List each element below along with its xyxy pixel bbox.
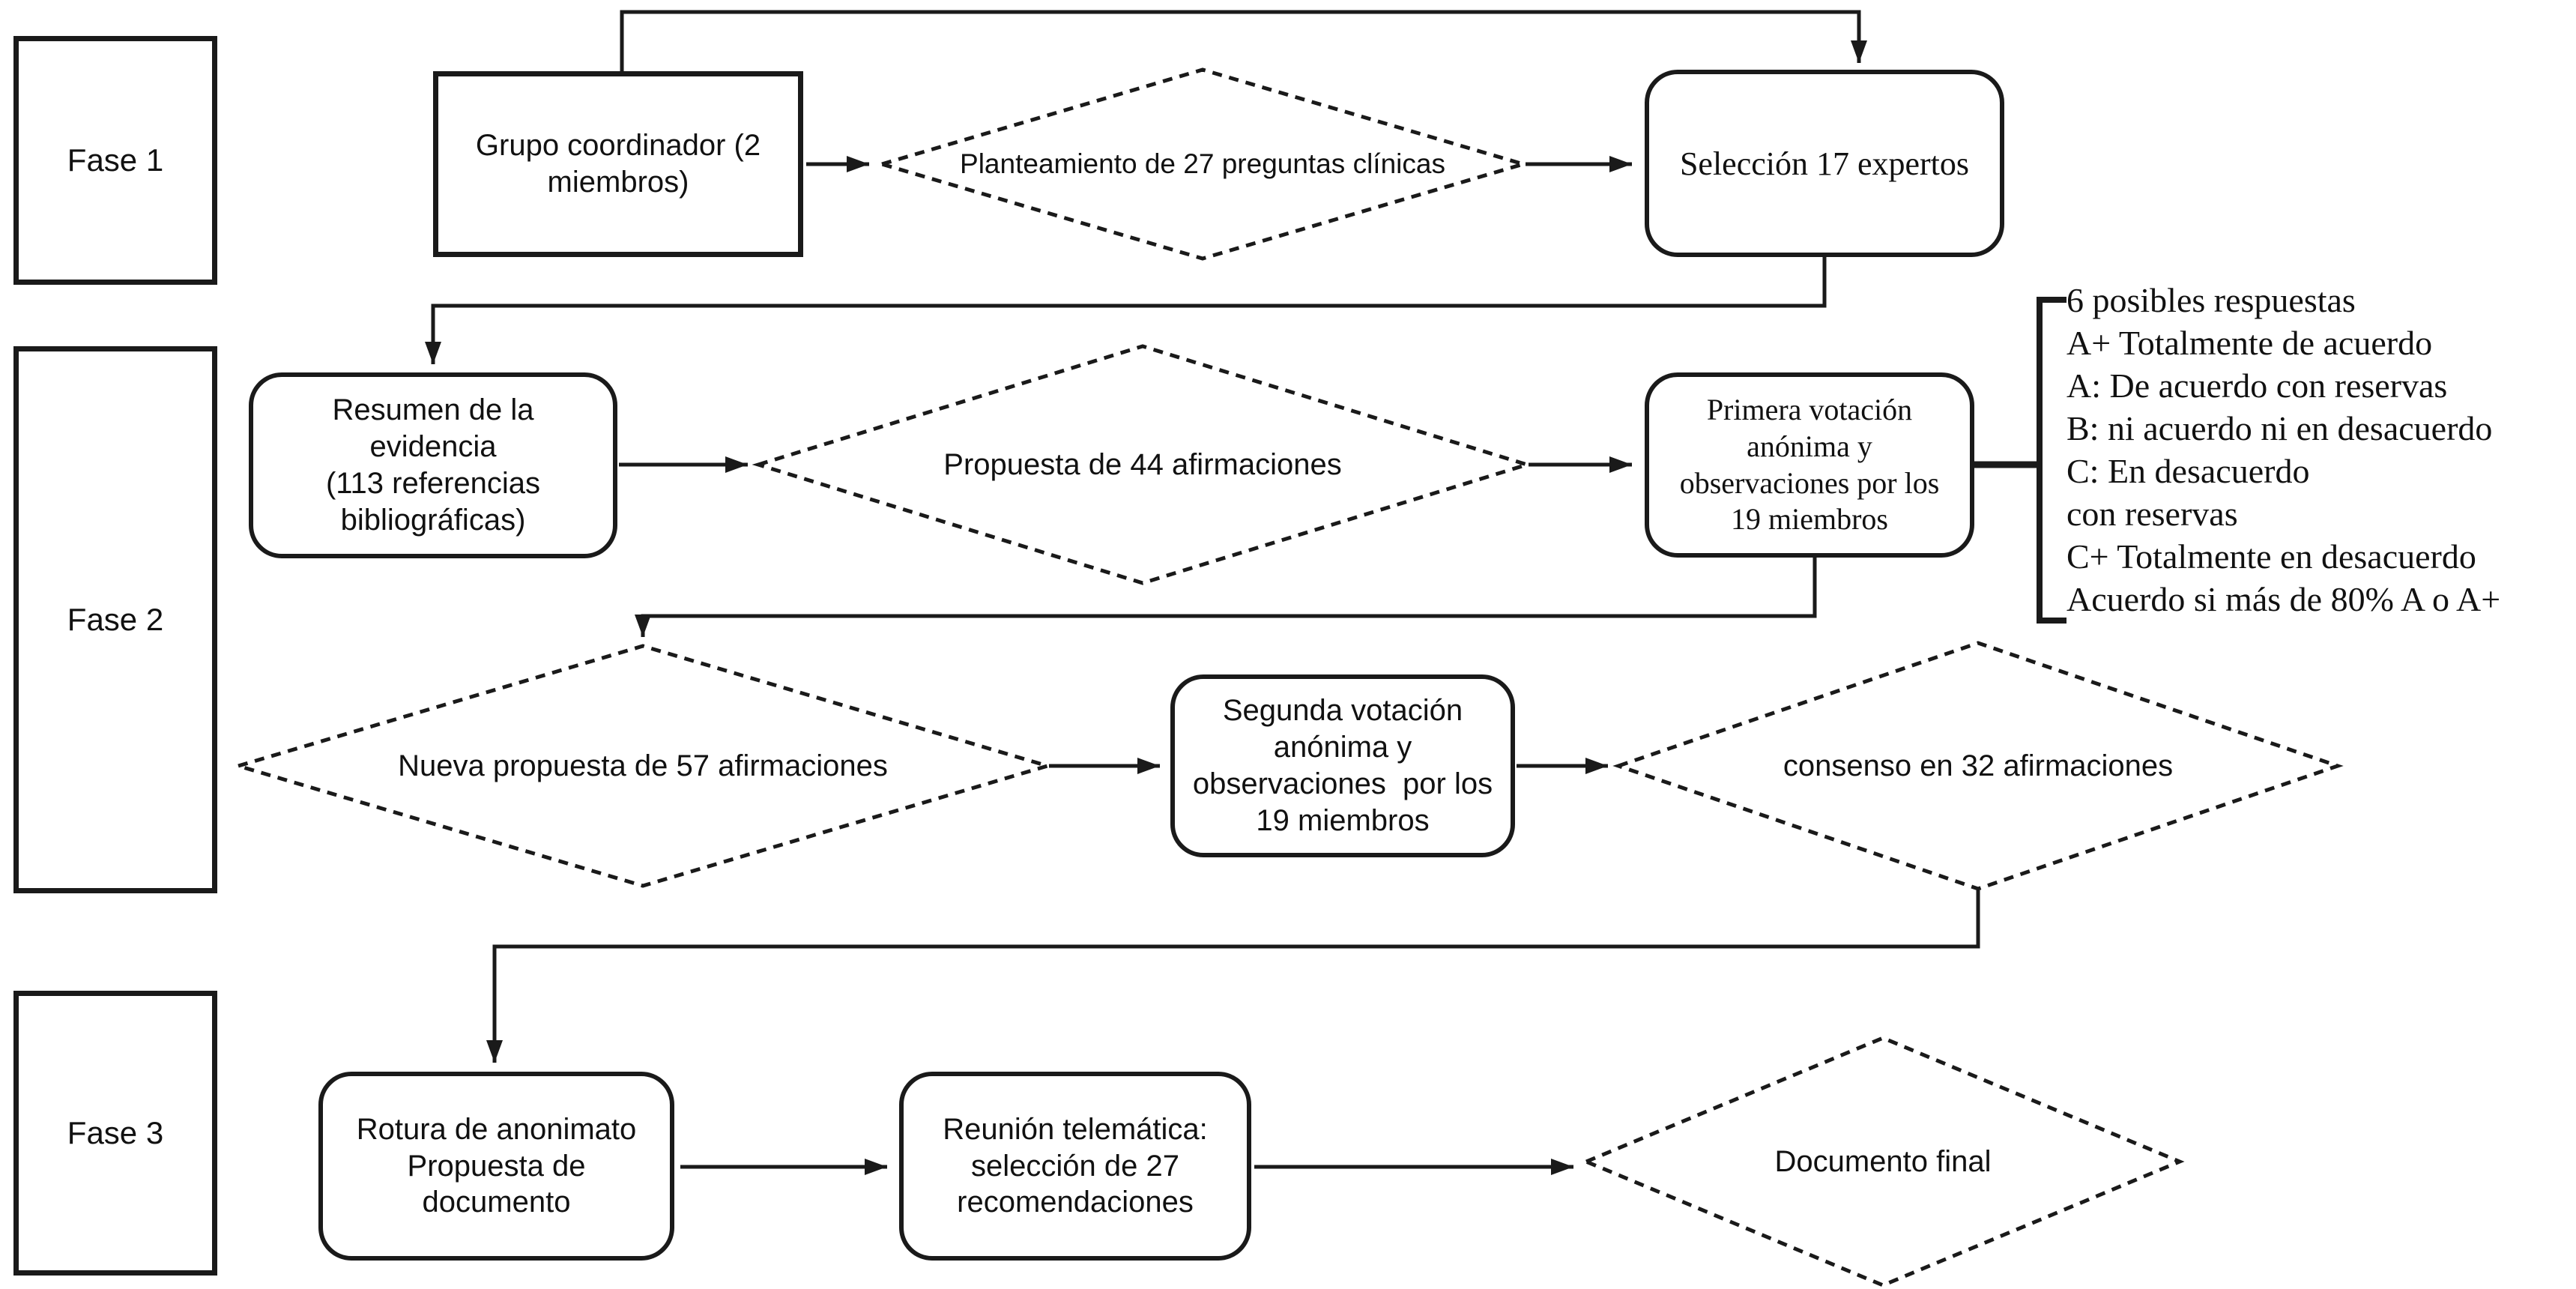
node-propuesta44-text: Propuesta de 44 afirmaciones <box>943 447 1342 481</box>
node-nueva57-text: Nueva propuesta de 57 afirmaciones <box>398 749 888 782</box>
node-seleccion-expertos: Selección 17 expertos <box>1645 70 2004 257</box>
diamond-nueva57 <box>232 644 1054 888</box>
node-planteamiento-text: Planteamiento de 27 preguntas clínicas <box>960 148 1445 179</box>
node-consenso32-text: consenso en 32 afirmaciones <box>1783 749 2174 782</box>
node-propuesta44-label: Propuesta de 44 afirmaciones <box>758 420 1527 510</box>
node-segunda-votacion: Segunda votación anónima y observaciones… <box>1170 674 1515 857</box>
node-planteamiento-label: Planteamiento de 27 preguntas clínicas <box>882 119 1523 209</box>
node-segunda-votacion-line: observaciones por los <box>1192 767 1493 800</box>
node-consenso32-label: consenso en 32 afirmaciones <box>1618 721 2338 811</box>
node-rotura-anonimato: Rotura de anonimato Propuesta de documen… <box>318 1072 674 1261</box>
node-seleccion-expertos-text: Selección 17 expertos <box>1679 145 1970 182</box>
node-resumen-evidencia-line: bibliográficas) <box>340 503 526 537</box>
legend-line: 6 posibles respuestas <box>2066 281 2356 319</box>
legend-line: C: En desacuerdo <box>2066 452 2310 490</box>
node-reunion-telematica-line: Reunión telemática: <box>943 1112 1208 1146</box>
node-rotura-anonimato-line: Rotura de anonimato <box>356 1112 637 1146</box>
node-rotura-anonimato-line: Propuesta de <box>407 1149 586 1183</box>
connector-consenso-to-rotura <box>486 890 1980 1063</box>
node-grupo-coordinador: Grupo coordinador (2 miembros) <box>433 71 803 257</box>
legend-line: C+ Totalmente en desacuerdo <box>2066 537 2476 576</box>
diamond-propuesta44 <box>752 344 1534 585</box>
response-legend: 6 posibles respuestas A+ Totalmente de a… <box>2066 279 2573 621</box>
node-grupo-coordinador-line: miembros) <box>547 166 689 199</box>
diamond-documento-final <box>1581 1036 2185 1288</box>
legend-line: Acuerdo si más de 80% A o A+ <box>2066 580 2501 618</box>
node-segunda-votacion-line: anónima y <box>1273 731 1412 764</box>
node-resumen-evidencia-line: evidencia <box>369 430 497 464</box>
node-reunion-telematica: Reunión telemática: selección de 27 reco… <box>899 1072 1251 1261</box>
legend-line: A+ Totalmente de acuerdo <box>2066 324 2433 362</box>
node-nueva57-label: Nueva propuesta de 57 afirmaciones <box>238 721 1047 811</box>
phase-3-label: Fase 3 <box>67 1115 164 1150</box>
diamond-planteamiento <box>875 67 1530 261</box>
phase-2-label: Fase 2 <box>67 602 164 637</box>
diamond-consenso32 <box>1612 641 2344 891</box>
node-segunda-votacion-line: 19 miembros <box>1256 803 1430 837</box>
node-documento-final-text: Documento final <box>1774 1144 1992 1178</box>
legend-line: B: ni acuerdo ni en desacuerdo <box>2066 409 2493 447</box>
connector-primera-to-nueva57 <box>635 558 1817 637</box>
legend-bracket <box>2037 297 2066 624</box>
node-reunion-telematica-line: selección de 27 <box>971 1149 1179 1183</box>
node-segunda-votacion-line: Segunda votación <box>1222 694 1463 728</box>
node-primera-votacion: Primera votación anónima y observaciones… <box>1645 372 1974 558</box>
connector-seleccion-to-resumen <box>425 257 1827 364</box>
node-resumen-evidencia: Resumen de la evidencia (113 referencias… <box>249 372 617 558</box>
connector-top-loop <box>620 10 1867 71</box>
node-rotura-anonimato-line: documento <box>422 1186 571 1219</box>
node-resumen-evidencia-line: (113 referencias <box>325 467 541 500</box>
node-primera-votacion-line: anónima y <box>1747 429 1872 463</box>
node-primera-votacion-line: Primera votación <box>1706 392 1913 426</box>
node-documento-final-label: Documento final <box>1586 1117 2180 1207</box>
node-resumen-evidencia-line: Resumen de la <box>332 393 534 427</box>
phase-2-box: Fase 2 <box>13 346 217 893</box>
phase-1-label: Fase 1 <box>67 142 164 178</box>
phase-1-box: Fase 1 <box>13 36 217 285</box>
legend-line: A: De acuerdo con reservas <box>2066 366 2448 405</box>
phase-3-box: Fase 3 <box>13 991 217 1276</box>
legend-line: con reservas <box>2066 495 2238 533</box>
node-primera-votacion-line: 19 miembros <box>1731 502 1888 537</box>
node-primera-votacion-line: observaciones por los <box>1679 465 1940 500</box>
node-reunion-telematica-line: recomendaciones <box>957 1186 1194 1219</box>
node-grupo-coordinador-line: Grupo coordinador (2 <box>475 129 761 163</box>
